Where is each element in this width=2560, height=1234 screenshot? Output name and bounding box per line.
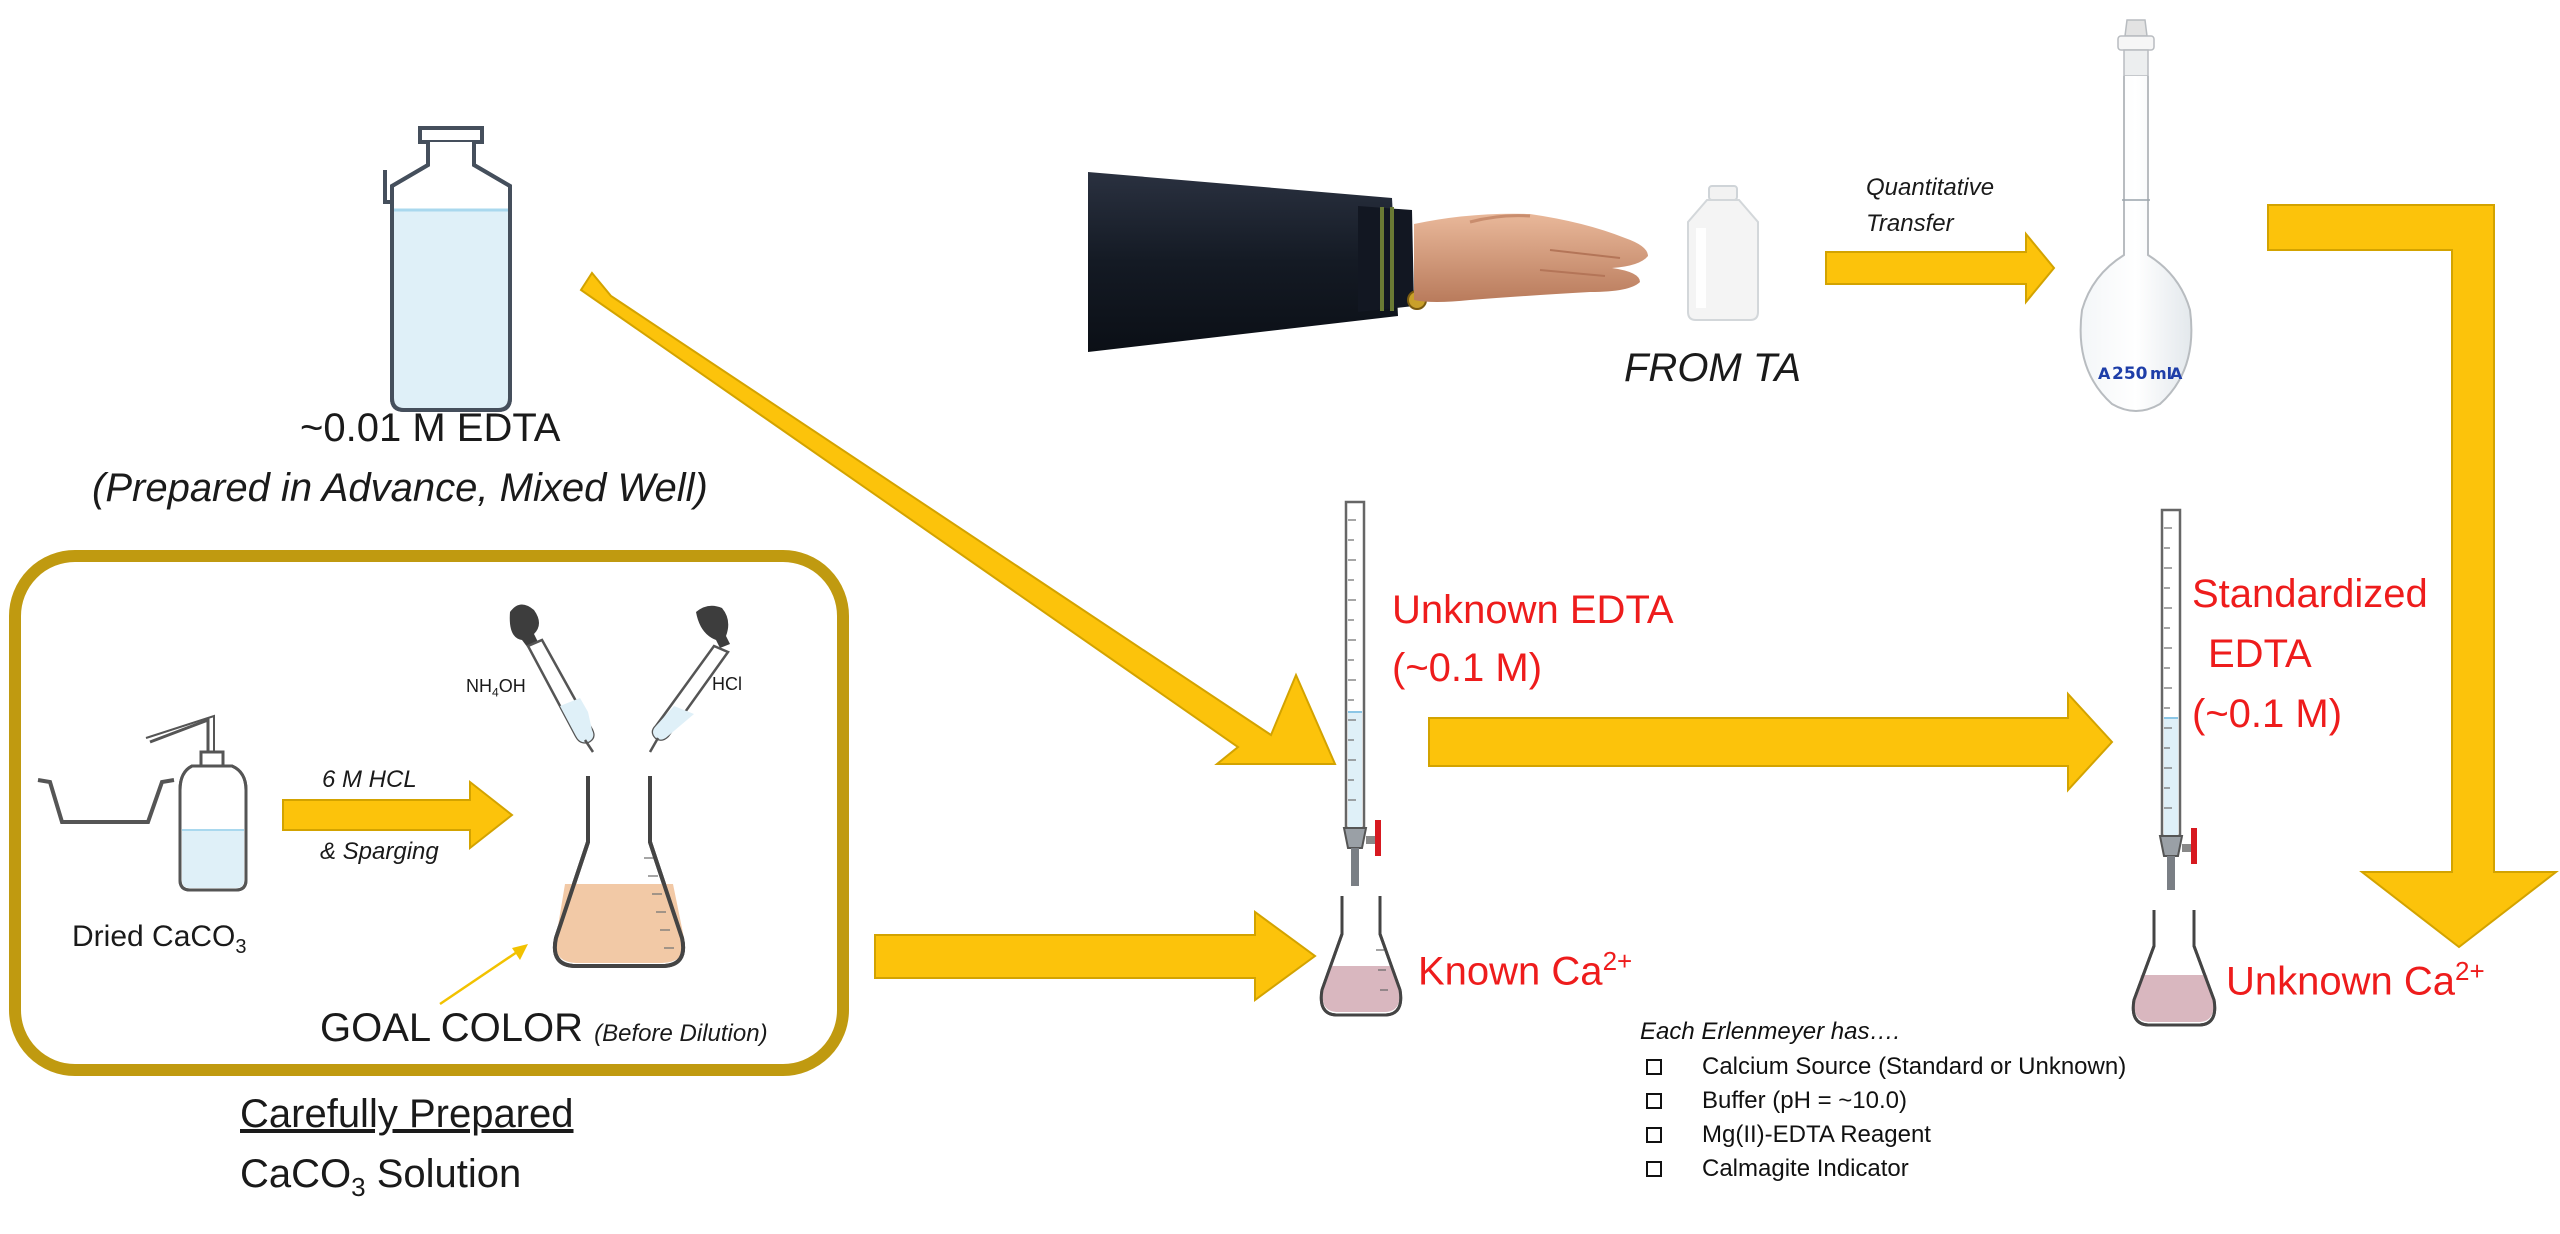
dropper-icon [648, 605, 730, 753]
checklist-item: Mg(II)-EDTA Reagent [1640, 1118, 2126, 1152]
caco3-preparation-frame [9, 550, 849, 1076]
checklist-heading: Each Erlenmeyer has…. [1640, 1018, 1901, 1045]
transfer-label-line1: Quantitative [1866, 174, 1995, 201]
unknown-ca-label: Unknown Ca2+ [2226, 956, 2485, 1004]
checkbox-icon [1646, 1127, 1662, 1143]
from-ta-label: FROM TA [1624, 346, 1802, 390]
transfer-label-line2: Transfer [1866, 210, 1954, 237]
nh4oh-label: NH4OH [466, 676, 526, 700]
std-edta-label-line1: Standardized [2192, 572, 2428, 616]
reagent-bottle-icon [383, 126, 512, 412]
checklist-item: Calmagite Indicator [1640, 1152, 2126, 1186]
std-edta-label-line3: (~0.1 M) [2192, 692, 2343, 736]
burette-icon [2158, 508, 2197, 890]
unknown-edta-label-line1: Unknown EDTA [1392, 588, 1674, 632]
arrow-6m-hcl [282, 779, 514, 851]
erlenmeyer-flask-icon [553, 776, 685, 968]
edta-title: ~0.01 M EDTA [300, 406, 561, 450]
arrow-right-to-down [2267, 204, 2559, 949]
sparging-label: & Sparging [320, 838, 439, 865]
hcl-label: HCl [712, 674, 742, 694]
checklist-item: Buffer (pH = ~10.0) [1640, 1084, 2126, 1118]
arrow-edta-to-burette [579, 271, 1337, 765]
arrow-transfer-to-flask [1825, 231, 2056, 305]
arm-hand-icon [1088, 172, 1648, 352]
std-edta-label-line2: EDTA [2208, 632, 2312, 676]
erlenmeyer-flask-icon [2131, 910, 2217, 1027]
caco3-solution-title: Carefully Prepared [240, 1092, 574, 1136]
known-ca-label: Known Ca2+ [1418, 946, 1633, 994]
erlenmeyer-checklist: Each Erlenmeyer has…. Calcium Source (St… [1640, 1018, 2126, 1186]
edta-note: (Prepared in Advance, Mixed Well) [92, 466, 708, 510]
checklist-item-label: Calmagite Indicator [1702, 1155, 1909, 1182]
unknown-edta-label-line2: (~0.1 M) [1392, 646, 1543, 690]
wash-bottle-icon [145, 714, 248, 892]
checkbox-icon [1646, 1161, 1662, 1177]
dried-caco3-label: Dried CaCO3 [72, 920, 247, 958]
erlenmeyer-flask-icon [1319, 896, 1403, 1017]
checklist-item-label: Mg(II)-EDTA Reagent [1702, 1121, 1931, 1148]
flask-unit-mark: ml [2150, 364, 2172, 383]
burette-icon [1342, 500, 1381, 886]
arrow-solution-to-known [874, 910, 1317, 1002]
arrows [282, 204, 2559, 1006]
flask-volume-mark: 250 [2112, 364, 2148, 384]
dropper-icon [509, 604, 595, 753]
sample-bottle-icon [1687, 185, 1759, 321]
checklist-item: Calcium Source (Standard or Unknown) [1640, 1050, 2126, 1084]
checklist-item-label: Buffer (pH = ~10.0) [1702, 1087, 1908, 1114]
checkbox-icon [1646, 1059, 1662, 1075]
goal-pointer-arrow [439, 944, 528, 1006]
goal-color-label: GOAL COLOR (Before Dilution) [320, 1006, 768, 1050]
svg-text:A: A [2098, 364, 2111, 383]
hcl-6m-label: 6 M HCL [322, 766, 417, 793]
checklist-item-label: Calcium Source (Standard or Unknown) [1702, 1053, 2127, 1080]
checkbox-icon [1646, 1093, 1662, 1109]
volumetric-flask-icon: A 250 ml A [2079, 19, 2193, 412]
weighing-boat-icon [37, 778, 175, 824]
arrow-unknown-to-standardized [1428, 691, 2114, 793]
svg-text:A: A [2170, 364, 2183, 383]
caco3-solution-subtitle: CaCO3 Solution [240, 1152, 522, 1202]
